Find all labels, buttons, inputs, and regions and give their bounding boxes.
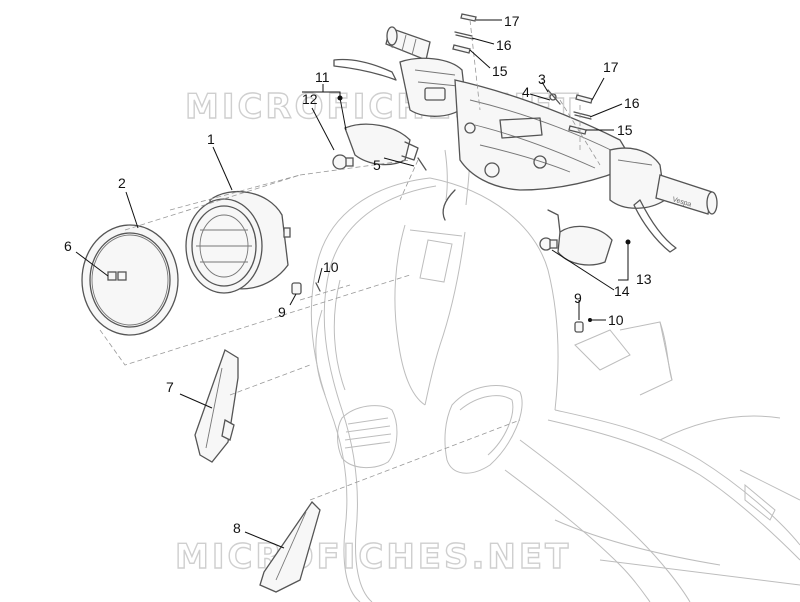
callout-17-right: 17: [603, 59, 619, 75]
callout-15-right: 15: [617, 122, 633, 138]
callout-labels: 1 2 6 7 8 9 10 11 12 5 17 16 15 3 4 17 1…: [64, 13, 652, 536]
scooter-body-outline: [310, 149, 800, 602]
part-lower-reflector: [259, 500, 321, 593]
callout-17-left: 17: [504, 13, 520, 29]
callout-2: 2: [118, 175, 126, 191]
callout-11: 11: [315, 69, 330, 85]
small-hardware: [291, 13, 593, 333]
callout-16-right: 16: [624, 95, 640, 111]
callout-12: 12: [302, 91, 318, 107]
callout-10-right: 10: [608, 312, 624, 328]
callout-16-left: 16: [496, 37, 512, 53]
callout-9-right: 9: [574, 290, 582, 306]
leader-lines: [75, 19, 631, 549]
callout-14: 14: [614, 283, 630, 299]
callout-4: 4: [522, 84, 530, 100]
handlebar-assembly: Vespa: [333, 26, 718, 253]
part-headlight-trim-ring: [81, 224, 179, 336]
callout-7: 7: [166, 379, 174, 395]
callout-1: 1: [207, 131, 215, 147]
part-front-reflector: [194, 349, 239, 463]
callout-15-left: 15: [492, 63, 508, 79]
part-left-turn-signal: [332, 123, 419, 170]
callout-8: 8: [233, 520, 241, 536]
callout-13: 13: [636, 271, 652, 287]
callout-5: 5: [373, 157, 381, 173]
part-right-turn-signal: [539, 209, 613, 266]
dashed-alignment-lines: [99, 19, 601, 501]
part-headlight-unit: [185, 190, 291, 294]
watermark-bottom: MICROFICHES.NET: [175, 537, 571, 577]
callout-10-left: 10: [323, 259, 339, 275]
callout-3: 3: [538, 71, 546, 87]
callout-9-left: 9: [278, 304, 286, 320]
callout-6: 6: [64, 238, 72, 254]
